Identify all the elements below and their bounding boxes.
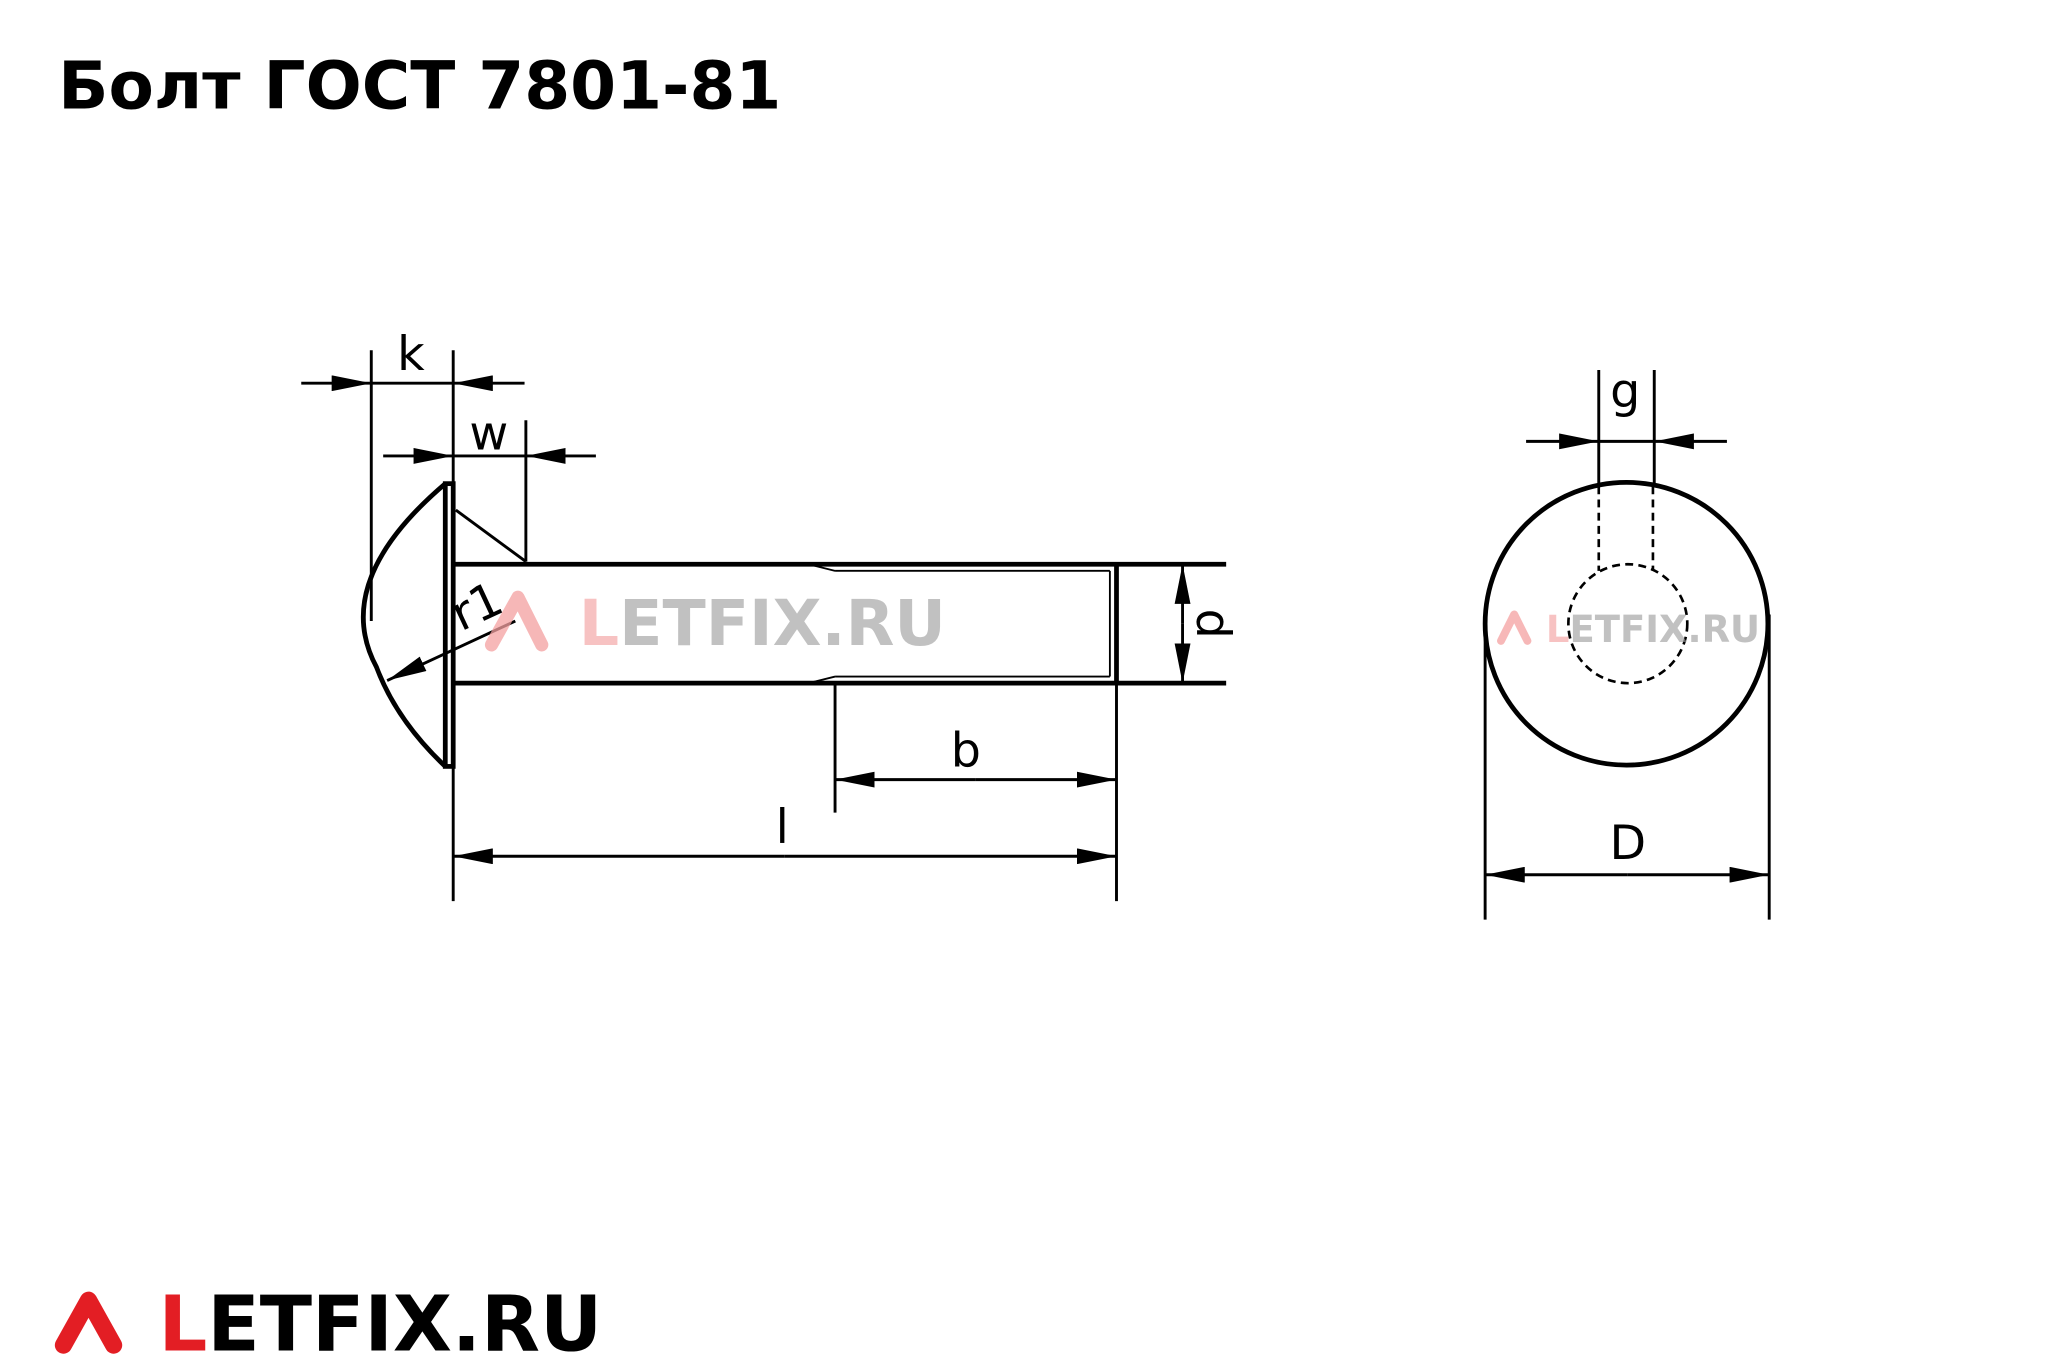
- watermark-first: L: [1546, 608, 1570, 651]
- neck-chamfer: [454, 508, 527, 563]
- side-view: k w r1 d b l LETFIX.RU: [301, 327, 1240, 902]
- g-label: g: [1610, 364, 1640, 419]
- top-view: g D LETFIX.RU: [1482, 364, 1771, 920]
- thread-runout: [808, 675, 836, 685]
- svg-text:LETFIX.RU: LETFIX.RU: [159, 1280, 603, 1365]
- svg-text:LETFIX.RU: LETFIX.RU: [579, 586, 946, 660]
- watermark-rest: ETFIX.RU: [619, 586, 946, 660]
- watermark-rest: ETFIX.RU: [1569, 608, 1760, 651]
- watermark-logo-icon: [1497, 610, 1532, 645]
- page-title: Болт ГОСТ 7801-81: [58, 47, 781, 124]
- logo-first-letter: L: [159, 1280, 208, 1365]
- logo-rest: ETFIX.RU: [207, 1280, 602, 1365]
- b-label: b: [951, 723, 981, 778]
- brand-logo: LETFIX.RU: [54, 1280, 603, 1365]
- watermark-first: L: [579, 586, 619, 660]
- watermark: LETFIX.RU: [1497, 608, 1760, 651]
- w-label: w: [469, 406, 508, 461]
- logo-mark-icon: [54, 1291, 123, 1354]
- head-dome: [361, 481, 447, 769]
- d-label: d: [1185, 609, 1240, 639]
- watermark-logo-icon: [484, 590, 549, 652]
- D-label: D: [1610, 816, 1647, 871]
- thread-runout: [808, 563, 836, 572]
- shank-hidden-circle: [1567, 562, 1689, 685]
- k-label: k: [397, 327, 425, 382]
- svg-text:LETFIX.RU: LETFIX.RU: [1546, 608, 1760, 651]
- l-label: l: [776, 800, 789, 855]
- watermark: LETFIX.RU: [484, 586, 946, 660]
